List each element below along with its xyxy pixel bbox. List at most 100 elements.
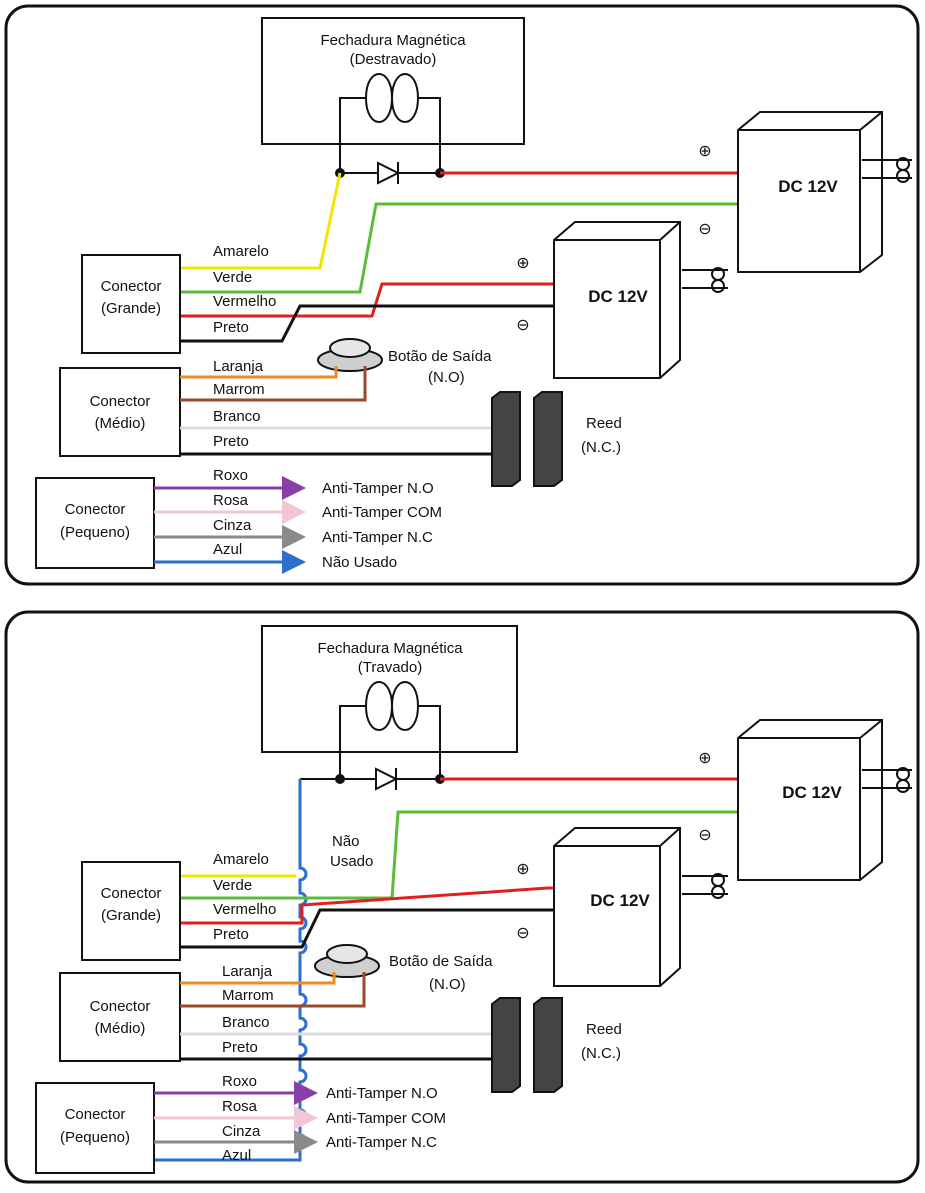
wire-label: Preto — [213, 926, 249, 943]
wire-label: Cinza — [213, 517, 252, 534]
connector-large — [81, 254, 181, 354]
reed-mode: (N.C.) — [581, 439, 621, 456]
exit-button-icon — [326, 944, 368, 964]
plug-hole — [711, 885, 725, 899]
minus-icon: ⊖ — [698, 221, 711, 238]
wire-label: Branco — [222, 1014, 270, 1031]
plug-pins — [682, 269, 728, 289]
wire-label: Roxo — [222, 1073, 257, 1090]
tamper-label: Anti-Tamper N.C — [322, 529, 433, 546]
minus-icon: ⊖ — [516, 317, 529, 334]
wire-label: Verde — [213, 269, 252, 286]
wire-label: Laranja — [222, 963, 273, 980]
wire-label: Marrom — [222, 987, 274, 1004]
wire-label: Preto — [213, 433, 249, 450]
minus-icon: ⊖ — [516, 925, 529, 942]
wire-black — [180, 304, 554, 343]
tamper-label: Anti-Tamper N.O — [322, 480, 434, 497]
coil-icon — [339, 73, 441, 173]
connector-large-size: (Grande) — [101, 907, 161, 924]
panel-locked: Fechadura Magnética (Travado) Não Usado … — [4, 610, 920, 1184]
wire-label: Preto — [222, 1039, 258, 1056]
wire-red — [180, 282, 554, 318]
exit-button-label: Botão de Saída — [389, 953, 493, 970]
reed-magnet-icon — [533, 997, 563, 1093]
junction-dot — [335, 774, 345, 784]
plug-pins — [682, 875, 728, 895]
connector-medium-size: (Médio) — [95, 415, 146, 432]
reed-label: Reed — [586, 1021, 622, 1038]
wire-label: Cinza — [222, 1123, 261, 1140]
exit-button-label: Botão de Saída — [388, 348, 492, 365]
panel-unlocked: Fechadura Magnética (Destravado) DC 12V … — [4, 4, 920, 586]
wire-label: Rosa — [222, 1098, 258, 1115]
connector-medium — [59, 972, 181, 1062]
wire-orange — [180, 972, 336, 985]
connector-small — [35, 477, 155, 569]
wire-brown — [180, 366, 367, 402]
plug-hole — [711, 279, 725, 293]
wire-label: Amarelo — [213, 851, 269, 868]
wire-label: Preto — [213, 319, 249, 336]
reed-magnet-icon — [533, 391, 563, 487]
tamper-label: Anti-Tamper COM — [322, 504, 442, 521]
lock-state: (Travado) — [358, 659, 422, 676]
wire-label: Roxo — [213, 467, 248, 484]
tamper-label: Não Usado — [322, 554, 397, 571]
wire-label: Verde — [213, 877, 252, 894]
wire-green — [180, 202, 738, 294]
wire-label: Amarelo — [213, 243, 269, 260]
connector-large — [81, 861, 181, 961]
coil-icon — [339, 681, 441, 779]
tamper-label: Anti-Tamper N.O — [326, 1085, 438, 1102]
connector-medium-size: (Médio) — [95, 1020, 146, 1037]
wire-green — [180, 810, 738, 900]
exit-button-mode: (N.O) — [428, 369, 465, 386]
reed-switch-icon — [491, 997, 521, 1093]
plus-icon: ⊕ — [698, 143, 711, 160]
plus-icon: ⊕ — [516, 255, 529, 272]
reed-switch-icon — [491, 391, 521, 487]
reed-mode: (N.C.) — [581, 1045, 621, 1062]
tamper-label: Anti-Tamper COM — [326, 1110, 446, 1127]
not-used-line1: Não — [332, 833, 360, 850]
wire-orange — [180, 366, 338, 379]
wire-label: Azul — [222, 1147, 251, 1164]
dc-main-label: DC 12V — [782, 783, 842, 802]
connector-large-size: (Grande) — [101, 300, 161, 317]
power-supply-main — [737, 111, 883, 273]
tamper-label: Anti-Tamper N.C — [326, 1134, 437, 1151]
power-supply-main — [737, 719, 883, 881]
wire-yellow — [180, 172, 342, 270]
connector-small-size: (Pequeno) — [60, 524, 130, 541]
wire-label: Vermelho — [213, 901, 276, 918]
dc-second-label: DC 12V — [590, 891, 650, 910]
reed-label: Reed — [586, 415, 622, 432]
plus-icon: ⊕ — [698, 750, 711, 767]
exit-button-icon — [329, 338, 371, 358]
wire-label: Rosa — [213, 492, 249, 509]
dc-second-label: DC 12V — [588, 287, 648, 306]
plug-hole — [896, 169, 910, 183]
wire-label: Laranja — [213, 358, 264, 375]
diode-icon — [377, 161, 401, 185]
lock-title: Fechadura Magnética — [317, 640, 463, 657]
lock-title: Fechadura Magnética — [320, 32, 466, 49]
connector-large-name: Conector — [101, 885, 162, 902]
plus-icon: ⊕ — [516, 861, 529, 878]
wire-black — [180, 908, 554, 949]
power-supply-second — [553, 827, 681, 987]
wire-label: Azul — [213, 541, 242, 558]
connector-medium — [59, 367, 181, 457]
wire-label: Marrom — [213, 381, 265, 398]
connector-medium-name: Conector — [90, 393, 151, 410]
power-supply-second — [553, 221, 681, 379]
dc-main-label: DC 12V — [778, 177, 838, 196]
connector-medium-name: Conector — [90, 998, 151, 1015]
plug-hole — [896, 779, 910, 793]
wire-label: Vermelho — [213, 293, 276, 310]
diode-icon — [375, 767, 399, 791]
connector-small-name: Conector — [65, 501, 126, 518]
